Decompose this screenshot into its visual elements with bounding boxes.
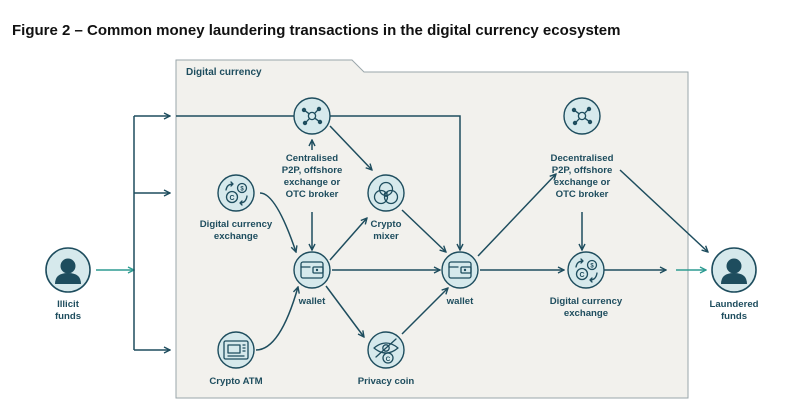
privacy-coin-label: Privacy coin <box>358 376 415 387</box>
privacy-coin-node: Privacy coin <box>358 331 415 387</box>
exchange-left-label-line-1: Digital currency <box>200 219 273 230</box>
digital-currency-exchange-right-node: Digital currency exchange <box>550 251 623 319</box>
crypto-atm-node: Crypto ATM <box>209 331 263 387</box>
flow-arrows <box>96 116 708 350</box>
decentralised-p2p-label-line-3: exchange or <box>554 177 611 188</box>
exchange-left-label-line-2: exchange <box>214 231 258 242</box>
exchange-right-label-line-1: Digital currency <box>550 296 623 307</box>
decentralised-p2p-node: Decentralised P2P, offshore exchange or … <box>551 97 614 200</box>
crypto-atm-label: Crypto ATM <box>209 376 262 387</box>
crypto-mixer-label-line-1: Crypto <box>371 219 402 230</box>
crypto-mixer-node: Crypto mixer <box>367 174 405 242</box>
digital-currency-panel <box>175 59 689 399</box>
illicit-funds-label-line-2: funds <box>55 311 81 322</box>
laundered-funds-label-line-1: Laundered <box>709 299 758 310</box>
illicit-funds-node: Illicit funds <box>45 247 91 322</box>
digital-currency-exchange-left-node: Digital currency exchange <box>200 174 273 242</box>
decentralised-p2p-label-line-1: Decentralised <box>551 153 614 164</box>
decentralised-p2p-label-line-2: P2P, offshore <box>552 165 613 176</box>
exchange-right-label-line-2: exchange <box>564 308 608 319</box>
wallet-left-label: wallet <box>298 296 326 307</box>
wallet-right-node: wallet <box>441 251 479 307</box>
centralised-p2p-node: Centralised P2P, offshore exchange or OT… <box>282 97 343 200</box>
centralised-p2p-label-line-3: exchange or <box>284 177 341 188</box>
wallet-left-node: wallet <box>293 251 331 307</box>
panel-label: Digital currency <box>186 67 262 78</box>
centralised-p2p-label-line-4: OTC broker <box>286 189 339 200</box>
illicit-funds-label-line-1: Illicit <box>57 299 80 310</box>
wallet-right-label: wallet <box>446 296 474 307</box>
centralised-p2p-label-line-2: P2P, offshore <box>282 165 343 176</box>
centralised-p2p-label-line-1: Centralised <box>286 153 338 164</box>
figure-title: Figure 2 – Common money laundering trans… <box>12 22 621 39</box>
crypto-mixer-label-line-2: mixer <box>373 231 399 242</box>
decentralised-p2p-label-line-4: OTC broker <box>556 189 609 200</box>
laundered-funds-label-line-2: funds <box>721 311 747 322</box>
laundered-funds-node: Laundered funds <box>709 247 759 322</box>
